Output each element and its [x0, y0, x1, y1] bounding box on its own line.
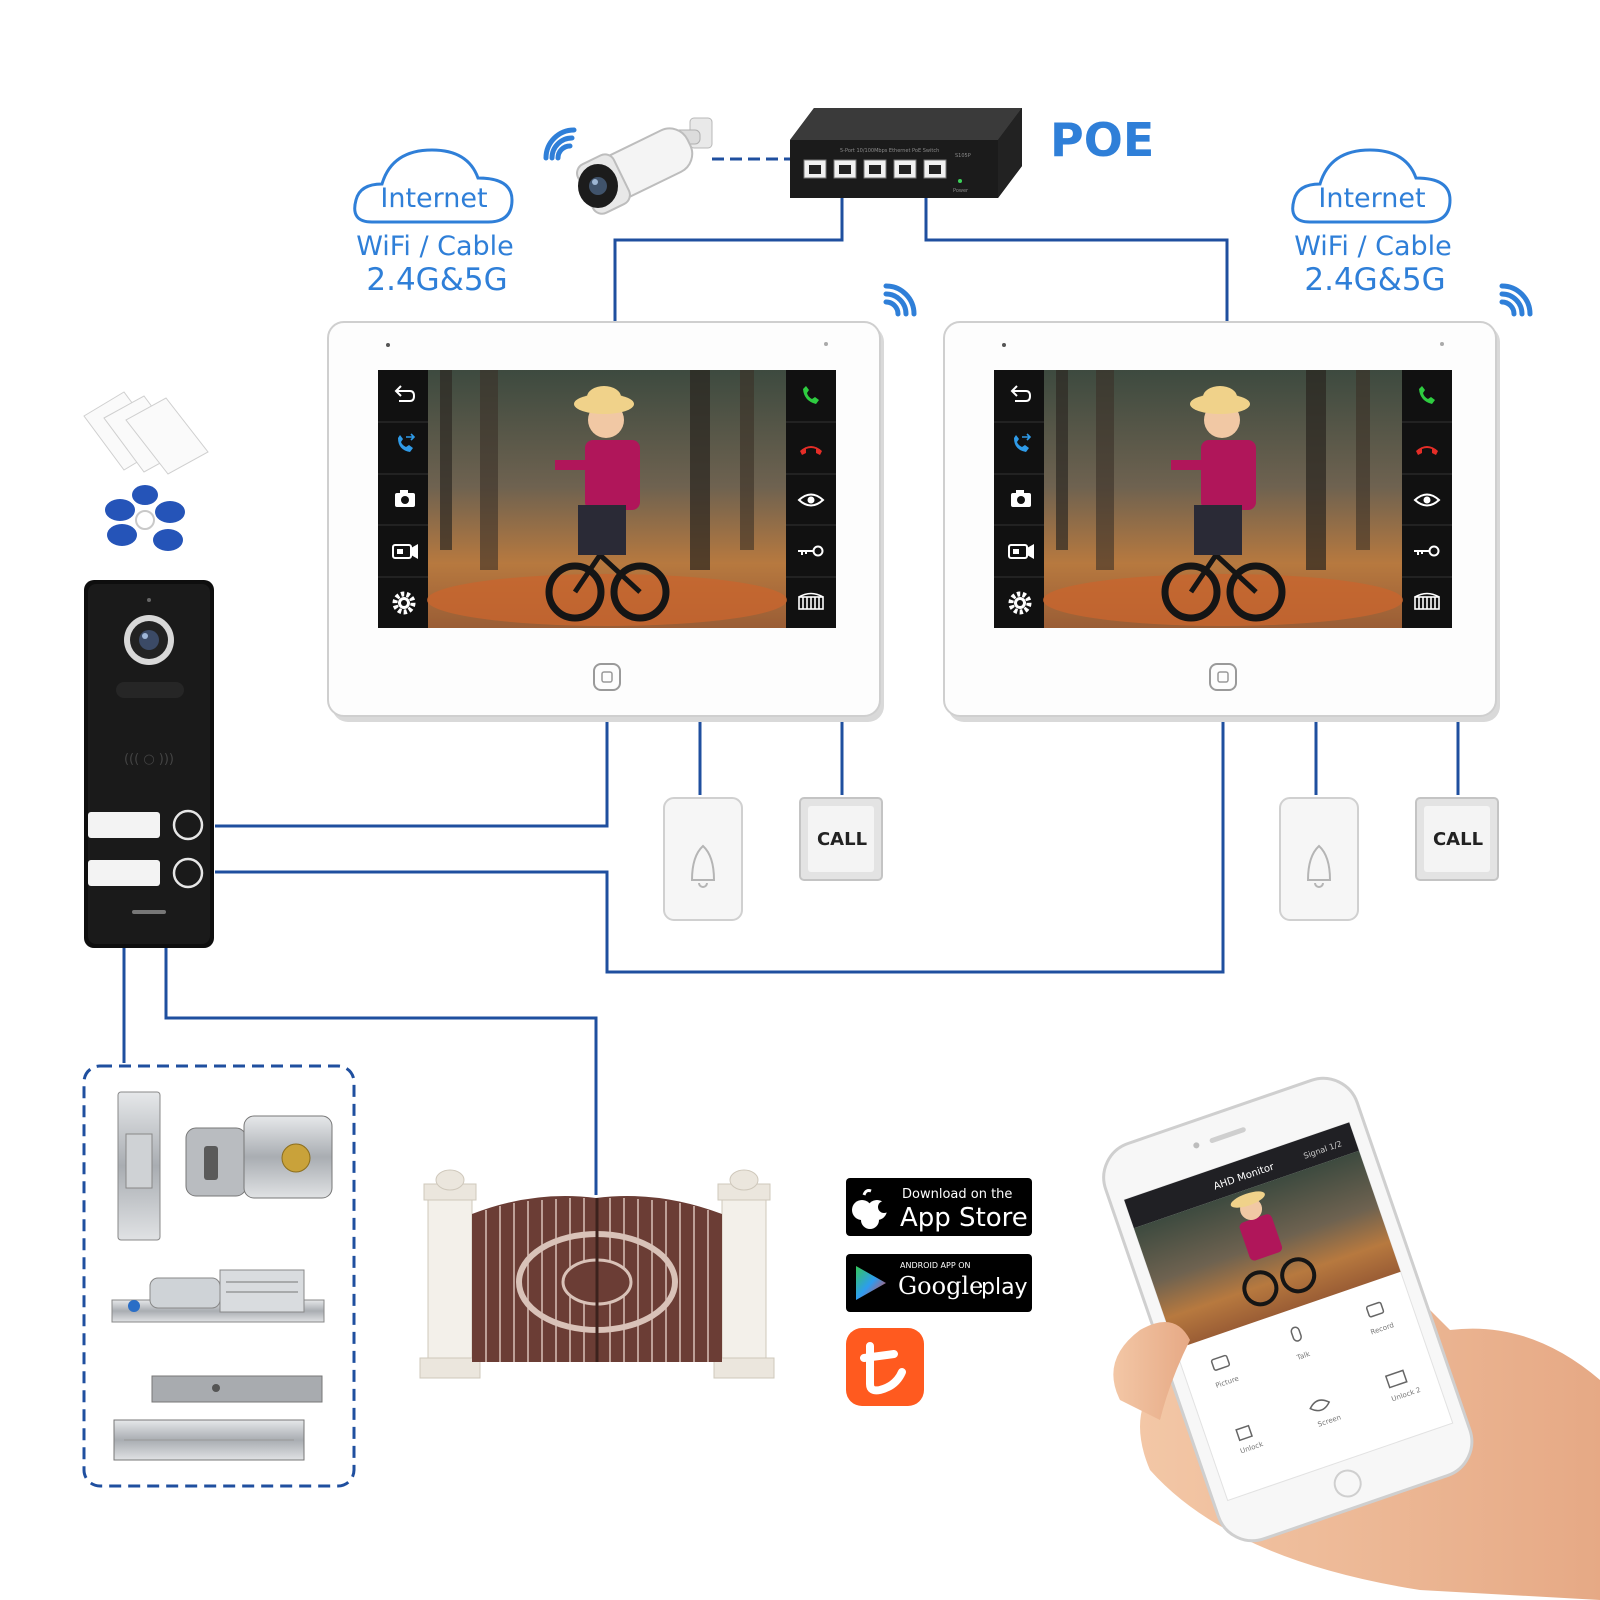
switch-caption: 5-Port 10/100Mbps Ethernet PoE Switch — [840, 148, 939, 154]
monitor-screen-image — [1043, 370, 1403, 628]
call-transfer-icon — [1014, 435, 1029, 452]
outdoor-door-station: ((( ○ ))) — [84, 580, 214, 948]
indoor-monitor-left — [327, 283, 917, 722]
smartphone-in-hand: AHD Monitor Signal 1/2 Picture Talk Reco… — [1102, 1076, 1600, 1600]
appstore-small-text: Download on the — [902, 1187, 1012, 1202]
band-label-left: 2.4G&5G — [366, 262, 507, 298]
rim-lock — [185, 1115, 333, 1199]
monitor-left-menu — [378, 385, 428, 615]
wifi-cable-label-left: WiFi / Cable — [356, 231, 514, 262]
call-button-right: CALL — [1415, 797, 1499, 881]
doorbell-chime-right — [1279, 797, 1359, 921]
answer-call-icon — [803, 386, 819, 404]
rfid-cards — [83, 391, 209, 475]
gate-icon — [1384, 1369, 1408, 1389]
call-button-left: CALL — [799, 797, 883, 881]
switch-power-label: Power — [953, 188, 969, 194]
indoor-monitor-right — [943, 283, 1533, 722]
google-play-badge[interactable]: ANDROID APP ON Google play — [846, 1254, 1032, 1312]
unlock-key-icon — [1414, 545, 1440, 557]
microphone-icon — [1290, 1326, 1302, 1342]
tuya-app-icon[interactable] — [846, 1328, 924, 1406]
lock-icon — [1235, 1424, 1253, 1442]
back-icon — [1010, 385, 1032, 402]
poe-switch: 5-Port 10/100Mbps Ethernet PoE Switch S1… — [790, 108, 1022, 198]
appstore-big-text: App Store — [900, 1203, 1028, 1233]
call-transfer-icon — [398, 435, 413, 452]
video-record-icon — [1365, 1301, 1385, 1318]
connection-wires — [122, 157, 1460, 1195]
unlock-key-icon — [798, 545, 824, 557]
bell-icon — [690, 844, 716, 888]
camera-icon — [1011, 490, 1031, 507]
gate-icon — [1414, 592, 1440, 610]
switch-model: S105P — [955, 153, 971, 159]
magnetic-lock — [113, 1375, 323, 1461]
band-label-right: 2.4G&5G — [1304, 262, 1445, 298]
electric-bolt-lock — [111, 1269, 325, 1323]
wifi-cable-label-right: WiFi / Cable — [1294, 231, 1452, 262]
google-play-icon — [856, 1266, 886, 1300]
ornamental-gate — [419, 1169, 775, 1379]
doorbell-chime-left — [663, 797, 743, 921]
locks-dashed-frame — [82, 1064, 356, 1488]
google-small-text: ANDROID APP ON — [900, 1261, 970, 1270]
monitor-right-menu — [786, 386, 836, 610]
call-button-label: CALL — [817, 829, 867, 850]
hang-up-icon — [800, 446, 822, 455]
answer-call-icon — [1419, 386, 1435, 404]
hang-up-icon — [1416, 446, 1438, 455]
internet-label-right: Internet — [1318, 183, 1425, 214]
monitor-eye-icon — [1413, 493, 1441, 507]
google-play-text: play — [981, 1275, 1028, 1300]
poe-label: POE — [1050, 113, 1154, 167]
settings-gear-icon — [1008, 591, 1032, 615]
internet-label-left: Internet — [380, 183, 487, 214]
monitor-eye-icon — [797, 493, 825, 507]
call-button-label: CALL — [1433, 829, 1483, 850]
bullet-camera — [543, 117, 713, 215]
rfid-keyfobs — [105, 485, 185, 551]
monitor-left-menu — [994, 385, 1044, 615]
apple-icon — [852, 1189, 890, 1229]
wifi-icon — [543, 127, 577, 161]
google-big-text: Google — [898, 1272, 983, 1300]
video-record-icon — [1008, 544, 1034, 559]
camera-icon — [395, 490, 415, 507]
internet-cloud-left: Internet WiFi / Cable 2.4G&5G — [353, 148, 514, 298]
wifi-icon — [883, 283, 917, 317]
video-record-icon — [392, 544, 418, 559]
internet-cloud-right: Internet WiFi / Cable 2.4G&5G — [1291, 148, 1452, 298]
eye-icon — [1309, 1399, 1331, 1412]
camera-icon — [1210, 1354, 1231, 1371]
monitor-screen-image — [427, 370, 787, 628]
gate-icon — [798, 592, 824, 610]
bell-icon — [1306, 844, 1332, 888]
svg-text:((( ○ ))): ((( ○ ))) — [124, 752, 174, 767]
wifi-icon — [1499, 283, 1533, 317]
app-store-badge[interactable]: Download on the App Store — [846, 1178, 1032, 1236]
settings-gear-icon — [392, 591, 416, 615]
monitor-right-menu — [1402, 386, 1452, 610]
electric-strike-lock — [117, 1091, 161, 1241]
back-icon — [394, 385, 416, 402]
